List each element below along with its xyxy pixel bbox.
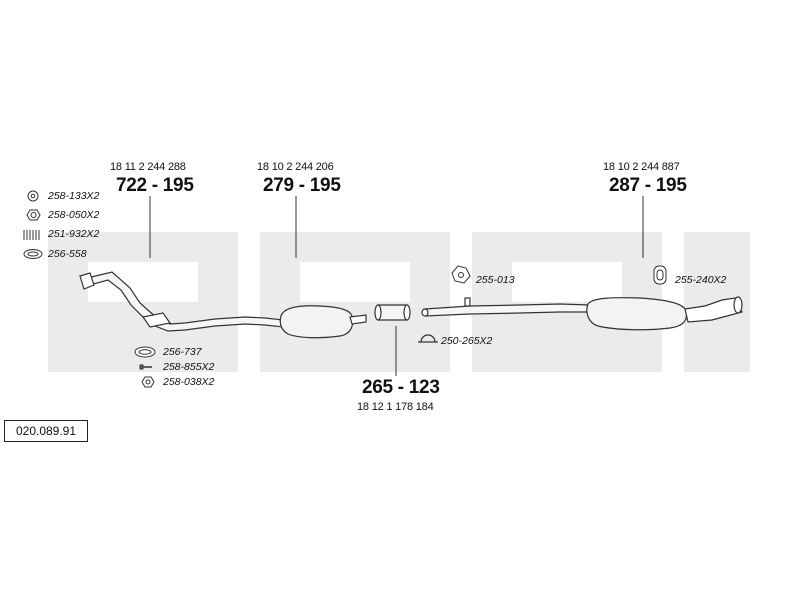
oem-number-front-pipe: 18 11 2 244 288 (110, 161, 186, 173)
part-number-rear-muffler[interactable]: 287 - 195 (609, 175, 687, 196)
accessory-label[interactable]: 255-013 (476, 274, 515, 286)
bolt-icon (139, 364, 152, 370)
spring-icon (23, 230, 40, 240)
accessory-label[interactable]: 256-737 (163, 346, 202, 358)
rubber-hanger-icon (653, 265, 667, 285)
part-number-connector-sleeve[interactable]: 265 - 123 (362, 377, 440, 398)
connector-sleeve[interactable] (374, 304, 411, 321)
front-pipe[interactable] (79, 271, 284, 332)
accessory-label[interactable]: 258-038X2 (163, 376, 215, 388)
accessory-label[interactable]: 258-855X2 (163, 361, 215, 373)
accessory-label[interactable]: 255-240X2 (675, 274, 727, 286)
oem-number-center-muffler: 18 10 2 244 206 (257, 161, 334, 173)
rubber-mount-icon (451, 265, 471, 284)
hex-nut-icon (26, 209, 41, 221)
accessory-label[interactable]: 258-050X2 (48, 209, 100, 221)
clamp-icon (418, 334, 438, 343)
oem-number-connector-sleeve: 18 12 1 178 184 (357, 401, 434, 413)
center-muffler[interactable] (279, 305, 367, 339)
accessory-label[interactable]: 258-133X2 (48, 190, 100, 202)
part-number-front-pipe[interactable]: 722 - 195 (116, 175, 194, 196)
washer-icon (27, 190, 39, 202)
flange-nut-icon (141, 376, 155, 388)
accessory-label[interactable]: 251-932X2 (48, 228, 100, 240)
oem-number-rear-muffler: 18 10 2 244 887 (603, 161, 680, 173)
gasket-ring-icon (134, 346, 156, 358)
diagram-id-box: 020.089.91 (4, 420, 88, 442)
part-number-center-muffler[interactable]: 279 - 195 (263, 175, 341, 196)
gasket-ring-icon (23, 249, 43, 259)
rear-muffler[interactable] (586, 296, 743, 331)
accessory-label[interactable]: 256-558 (48, 248, 87, 260)
accessory-label[interactable]: 250-265X2 (441, 335, 493, 347)
